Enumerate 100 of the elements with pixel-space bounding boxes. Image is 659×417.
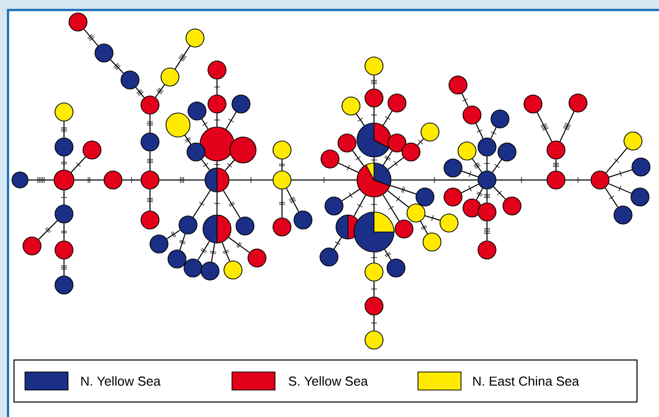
network-line xyxy=(352,150,364,166)
haplotype-circle xyxy=(178,216,198,234)
network-line xyxy=(604,187,618,208)
network-line xyxy=(158,176,206,184)
network-line xyxy=(214,160,220,168)
haplotype-circle xyxy=(54,138,74,156)
haplotype-circle xyxy=(624,132,642,150)
network-line xyxy=(60,258,68,276)
network-line xyxy=(536,112,552,142)
legend-label: N. East China Sea xyxy=(473,376,580,386)
network-line xyxy=(60,222,68,242)
network-line xyxy=(228,176,274,184)
network-line xyxy=(490,127,497,139)
network-line xyxy=(146,114,154,134)
network-line xyxy=(390,176,478,184)
haplotype-circle xyxy=(448,76,468,94)
haplotype-circle xyxy=(140,170,160,190)
network-line xyxy=(484,220,490,242)
haplotype-circle xyxy=(422,232,442,252)
network-line xyxy=(461,170,479,178)
haplotype-circle xyxy=(230,136,256,164)
haplotype-circle xyxy=(22,236,42,256)
network-line xyxy=(559,111,575,142)
network-line xyxy=(192,190,211,218)
haplotype-circle xyxy=(140,96,160,114)
haplotype-circle xyxy=(420,122,440,142)
network-line xyxy=(341,188,360,202)
network-line xyxy=(74,176,104,184)
haplotype-circle xyxy=(54,170,74,190)
haplotype-circle xyxy=(590,170,610,190)
haplotype-circle xyxy=(54,240,74,260)
haplotype-circle xyxy=(478,138,496,156)
haplotype-circle xyxy=(364,88,384,108)
haplotype-circle xyxy=(546,170,566,190)
network-line xyxy=(382,110,393,126)
haplotype-circle xyxy=(224,260,242,280)
network-line xyxy=(214,192,220,216)
network-line xyxy=(84,28,98,46)
haplotype-circle xyxy=(388,94,406,112)
haplotype-circle xyxy=(386,258,406,278)
haplotype-circle xyxy=(166,112,190,138)
haplotype-circle xyxy=(338,134,356,152)
haplotype-circle xyxy=(568,94,588,112)
network-line xyxy=(460,184,480,194)
haplotype-circle xyxy=(364,262,384,282)
network-line xyxy=(197,240,210,260)
network-line xyxy=(382,194,400,222)
haplotype-circle xyxy=(248,248,266,268)
network-line xyxy=(476,188,484,200)
haplotype-circle xyxy=(490,110,510,128)
network-line xyxy=(135,86,145,98)
network-line xyxy=(387,157,404,170)
network-line xyxy=(28,176,54,184)
network-line xyxy=(60,120,68,138)
haplotype-circle xyxy=(324,196,344,216)
network-line xyxy=(354,194,366,217)
network-line xyxy=(461,93,469,107)
network-line xyxy=(370,156,378,164)
network-line xyxy=(146,188,154,212)
haplotype-circle xyxy=(272,140,292,160)
haplotype-circle xyxy=(208,94,226,114)
network-line xyxy=(334,236,342,250)
haplotype-circle xyxy=(140,132,160,152)
haplotype-circle xyxy=(632,158,650,176)
network-line xyxy=(278,158,286,172)
network-line xyxy=(225,112,237,130)
network-line xyxy=(370,196,378,212)
network-line xyxy=(472,158,482,173)
network-line xyxy=(606,148,628,174)
haplotype-circle xyxy=(54,102,74,122)
haplotype-circle xyxy=(104,170,122,190)
network-line xyxy=(174,45,190,70)
haplotype-circle xyxy=(54,204,74,224)
network-line xyxy=(416,138,424,146)
haplotype-circle xyxy=(294,210,312,230)
network-line xyxy=(278,188,286,218)
haplotype-circle xyxy=(478,202,496,222)
network-line xyxy=(387,190,410,208)
network-line xyxy=(179,233,186,251)
haplotype-circle xyxy=(440,214,458,232)
haplotype-circle xyxy=(186,142,206,162)
haplotype-circle xyxy=(200,262,220,280)
network-line xyxy=(608,183,632,194)
network-line xyxy=(214,112,220,128)
network-line xyxy=(370,106,378,124)
network-line xyxy=(146,150,154,172)
haplotype-circle xyxy=(120,70,140,90)
haplotype-circle xyxy=(524,94,542,114)
haplotype-circle xyxy=(54,276,74,294)
network-line xyxy=(356,113,365,126)
network-line xyxy=(70,156,86,173)
haplotype-circle xyxy=(356,122,392,158)
network-line xyxy=(492,159,502,173)
network-line xyxy=(228,236,250,253)
legend-label: S. Yellow Sea xyxy=(288,376,368,386)
network-line xyxy=(493,186,506,200)
haplotype-circle xyxy=(160,68,180,86)
haplotype-circle xyxy=(458,142,476,160)
network-line xyxy=(338,162,359,173)
network-line xyxy=(564,176,592,184)
